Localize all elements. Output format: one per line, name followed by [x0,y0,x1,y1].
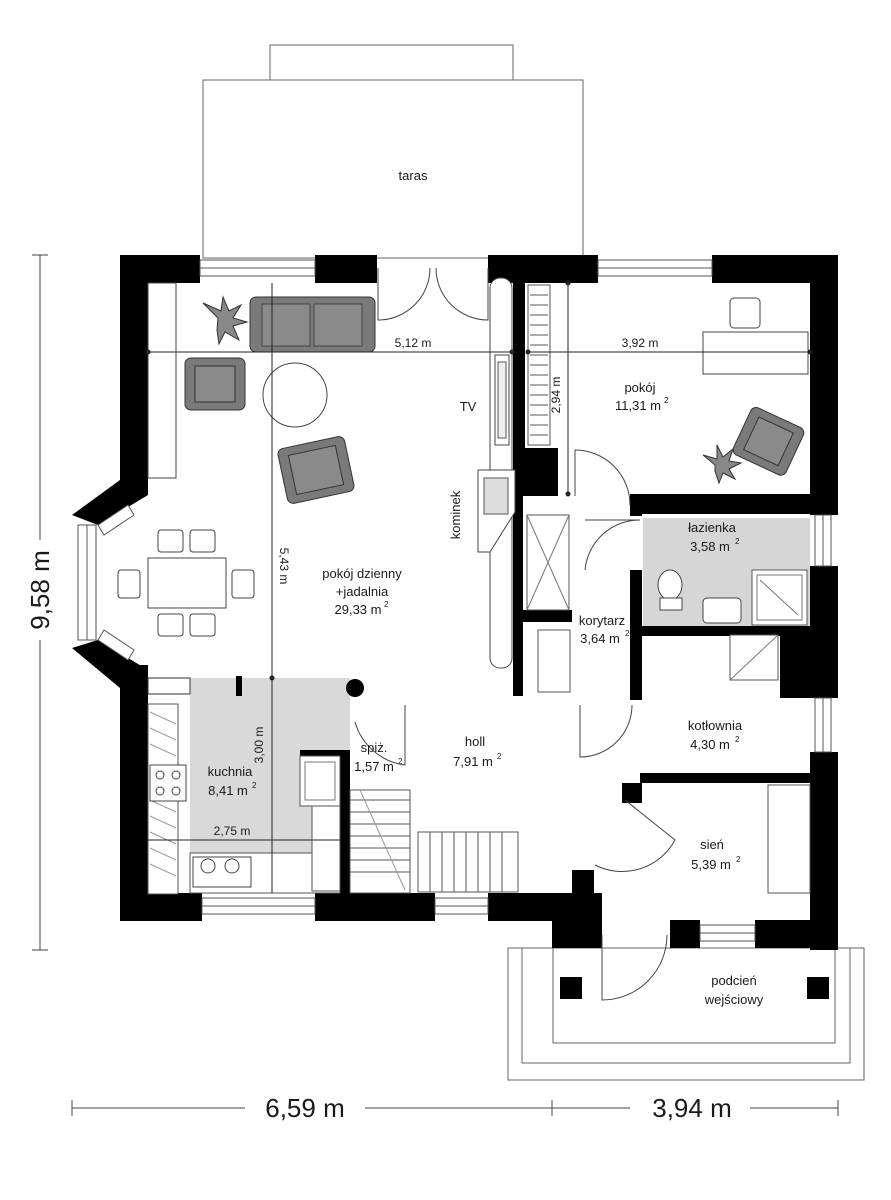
room-label-pokoj: pokój [624,380,655,395]
living-furniture [117,277,516,697]
room-area-kotlownia: 4,30 m [690,737,730,752]
room-area-kuchnia: 8,41 m [208,783,248,798]
stove [149,764,187,802]
porch-pillar-left [560,977,582,999]
sofa [249,296,376,353]
fireplace [477,469,516,553]
armchair-center [277,436,355,504]
plant-icon [202,295,249,346]
room-label-podcien: podcień [711,973,757,988]
superscript: 2 [736,855,741,864]
room-area-holl: 7,91 m [453,754,493,769]
room-area-sien: 5,39 m [691,857,731,872]
dim-living-depth: 5,43 m [277,548,291,585]
porch-pillar-right [807,977,829,999]
room-area-spiz: 1,57 m [354,759,394,774]
desk [702,331,809,375]
room-area-pokoj: 11,31 m [615,398,661,413]
label-kominek: kominek [448,490,463,539]
bedroom-furniture [527,284,809,485]
room-label-kuchnia: kuchnia [208,764,254,779]
room-label-holl: holl [465,734,485,749]
dim-room-depth: 2,94 m [549,377,563,414]
wardrobe-hall [767,784,811,894]
entrance-porch [507,947,865,1081]
walls [72,255,838,950]
dimension-lines [145,280,813,893]
room-label-podcien-2: wejściowy [704,992,764,1007]
terrace [202,44,584,259]
plant-icon [702,444,743,485]
room-label-lazienka: łazienka [688,520,736,535]
room-label-living: pokój dzienny [322,566,402,581]
dim-width-right: 3,94 m [652,1093,732,1123]
bathroom-fixtures [526,514,811,894]
bedroom-armchair [732,406,805,476]
room-label-spiz: spiż. [361,740,388,755]
sink [702,597,742,624]
superscript: 2 [735,735,740,744]
dim-width-left: 6,59 m [265,1093,345,1123]
armchair-left [184,357,246,411]
doors [354,267,676,1001]
sideboard [147,282,177,479]
room-label-taras: taras [399,168,428,183]
dim-total-height: 9,58 m [25,550,55,630]
superscript: 2 [497,752,502,761]
superscript: 2 [735,537,740,546]
dim-room-width: 3,92 m [622,336,659,350]
dim-living-width: 5,12 m [395,336,432,350]
column [346,679,364,697]
room-label-sien: sień [700,837,724,852]
superscript: 2 [398,757,403,766]
room-label-kotlownia: kotłownia [688,718,743,733]
room-area-korytarz: 3,64 m [580,631,620,646]
room-area-lazienka: 3,58 m [690,539,730,554]
superscript: 2 [384,600,389,609]
superscript: 2 [664,396,669,405]
room-area-living: 29,33 m [335,602,382,617]
kitchen-fixtures [147,703,341,895]
coffee-table [262,362,328,428]
room-label-living-2: +jadalnia [336,584,389,599]
room-label-korytarz: korytarz [579,613,625,628]
superscript: 2 [625,629,630,638]
label-tv: TV [460,399,477,414]
dim-kitchen-depth: 3,00 m [252,727,266,764]
superscript: 2 [252,781,257,790]
stairs [349,789,519,894]
dining-table [117,529,255,637]
windows [77,259,832,942]
kitchen-sink [192,856,252,888]
dim-kitchen-width: 2,75 m [214,824,251,838]
chair [729,297,761,329]
toilet [657,569,683,601]
